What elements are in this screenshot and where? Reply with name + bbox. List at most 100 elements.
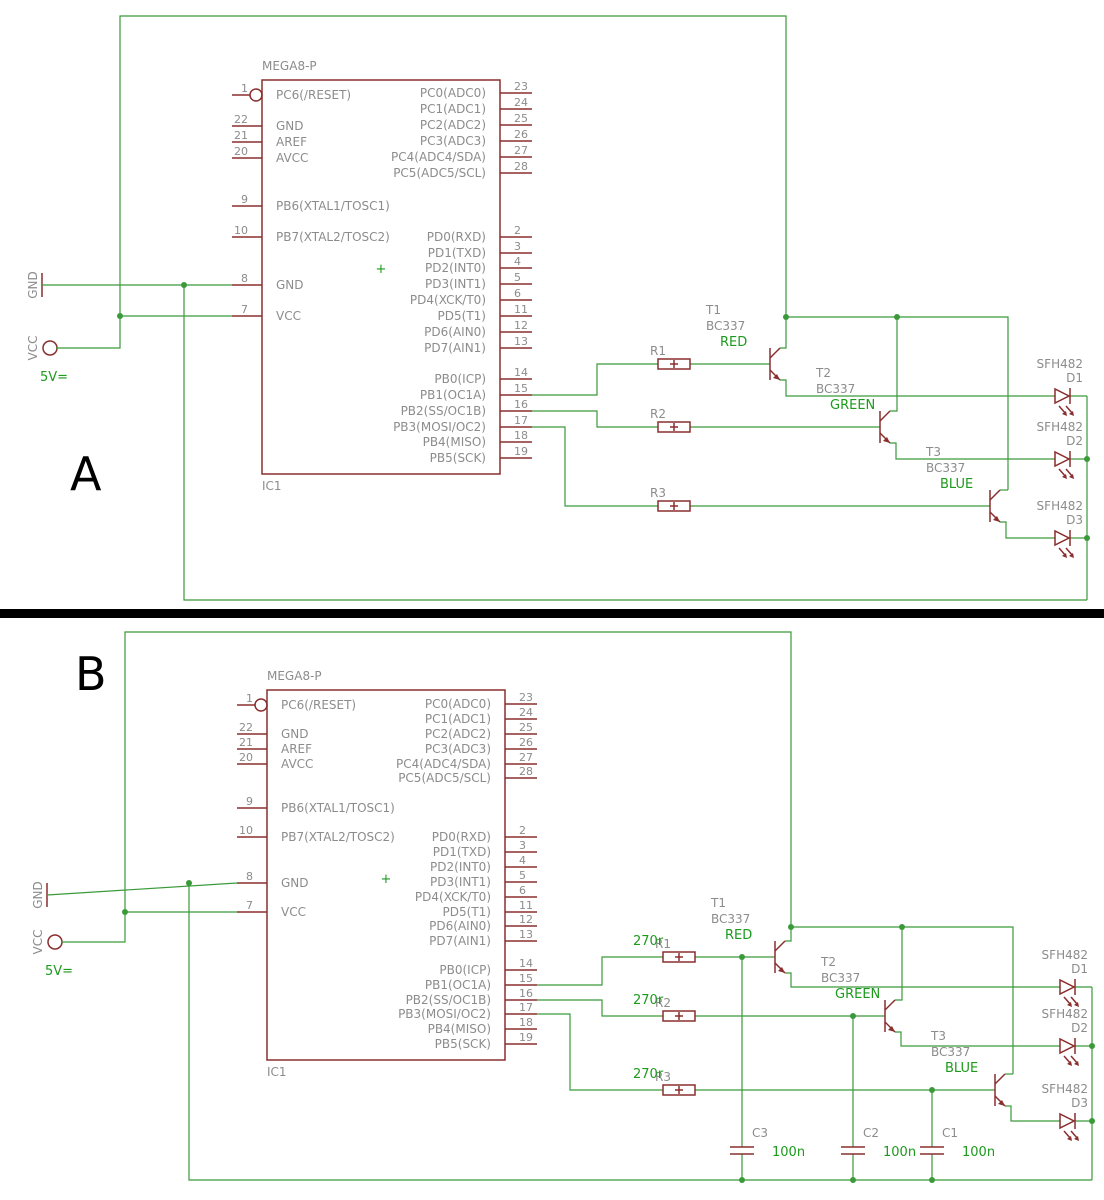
pin-number: 3 bbox=[519, 839, 526, 852]
transistor-ref: T2 bbox=[815, 366, 831, 380]
ic-origin-mark: + bbox=[376, 262, 387, 277]
transistor-t2-collector bbox=[879, 410, 891, 422]
pin-name: PC0(ADC0) bbox=[425, 697, 491, 711]
pin-number: 28 bbox=[519, 765, 533, 778]
vcc-label: VCC bbox=[31, 930, 45, 955]
wire bbox=[61, 631, 792, 943]
led-d1-emission-head bbox=[1062, 411, 1067, 416]
transistor-type: BC337 bbox=[816, 382, 855, 396]
wire bbox=[785, 927, 792, 942]
capacitor-ref: C3 bbox=[752, 1126, 768, 1140]
transistor-type: BC337 bbox=[706, 319, 745, 333]
pin-name: PB4(MISO) bbox=[423, 435, 486, 449]
wire bbox=[537, 956, 663, 986]
pin-number: 2 bbox=[514, 224, 521, 237]
capacitor-ref: C1 bbox=[942, 1126, 958, 1140]
wire bbox=[780, 317, 787, 349]
pin-name: PD4(XCK/T0) bbox=[415, 890, 491, 904]
pin-name: PB5(SCK) bbox=[435, 1037, 491, 1051]
pin-number: 17 bbox=[519, 1001, 533, 1014]
ic-name: MEGA8-P bbox=[262, 59, 317, 73]
resistor-ref: R3 bbox=[650, 486, 666, 500]
diode-type: SFH482 bbox=[1042, 1007, 1088, 1021]
pin-number: 13 bbox=[519, 928, 533, 941]
wire bbox=[532, 363, 658, 396]
resistor-value: 270r bbox=[633, 934, 664, 949]
pin-name: PB2(SS/OC1B) bbox=[406, 993, 491, 1007]
diode-ref: D3 bbox=[1066, 513, 1083, 527]
pin-name: PB1(OC1A) bbox=[425, 978, 491, 992]
pin-name: PD6(AIN0) bbox=[429, 919, 491, 933]
pin-number: 6 bbox=[514, 287, 521, 300]
pin-name: PC2(ADC2) bbox=[420, 118, 486, 132]
transistor-ref: T2 bbox=[820, 955, 836, 969]
pin-name: AREF bbox=[276, 135, 307, 149]
pin-name: PC1(ADC1) bbox=[420, 102, 486, 116]
pin-name: PB0(ICP) bbox=[434, 372, 486, 386]
pin-name: PC5(ADC5/SCL) bbox=[398, 771, 491, 785]
wire bbox=[791, 926, 1014, 1074]
led-d2-body bbox=[1054, 450, 1071, 468]
pin-name: PC5(ADC5/SCL) bbox=[393, 166, 486, 180]
pin-number: 16 bbox=[519, 987, 533, 1000]
led-d1-emission-head bbox=[1069, 411, 1074, 416]
pin-number: 14 bbox=[514, 366, 528, 379]
pin-number: 16 bbox=[514, 398, 528, 411]
pin-inverter bbox=[249, 88, 263, 102]
pin-number: 5 bbox=[514, 271, 521, 284]
transistor-ref: T1 bbox=[705, 303, 721, 317]
pin-number: 11 bbox=[514, 303, 528, 316]
pin-number: 8 bbox=[241, 272, 248, 285]
pin-number: 10 bbox=[234, 224, 248, 237]
transistor-t2-arrow bbox=[888, 1026, 895, 1032]
wire bbox=[780, 379, 1055, 397]
ic-ref: IC1 bbox=[267, 1065, 287, 1079]
pin-number: 15 bbox=[519, 972, 533, 985]
capacitor-value: 100n bbox=[962, 1145, 995, 1160]
pin-number: 26 bbox=[514, 128, 528, 141]
pin-name: PB1(OC1A) bbox=[420, 388, 486, 402]
wire bbox=[532, 410, 658, 428]
wire-junction bbox=[929, 1177, 935, 1183]
pin-number: 5 bbox=[519, 869, 526, 882]
diode-type: SFH482 bbox=[1037, 420, 1083, 434]
pin-name: AREF bbox=[281, 742, 312, 756]
panel-label: A bbox=[70, 447, 102, 501]
pin-name: PC3(ADC3) bbox=[420, 134, 486, 148]
pin-name: GND bbox=[281, 727, 309, 741]
wire bbox=[56, 15, 787, 349]
pin-number: 2 bbox=[519, 824, 526, 837]
transistor-ref: T3 bbox=[925, 445, 941, 459]
diode-ref: D1 bbox=[1066, 371, 1083, 385]
pin-number: 8 bbox=[246, 870, 253, 883]
pin-number: 18 bbox=[514, 429, 528, 442]
pin-name: PB6(XTAL1/TOSC1) bbox=[281, 801, 395, 815]
pin-number: 4 bbox=[519, 854, 526, 867]
pin-number: 12 bbox=[519, 913, 533, 926]
pin-inverter bbox=[254, 698, 268, 712]
pin-number: 15 bbox=[514, 382, 528, 395]
led-d1-emission-head bbox=[1074, 1002, 1079, 1007]
wire bbox=[895, 1031, 1060, 1047]
led-d3-emission-head bbox=[1062, 553, 1067, 558]
pin-name: PB6(XTAL1/TOSC1) bbox=[276, 199, 390, 213]
pin-number: 24 bbox=[519, 706, 533, 719]
pin-name: PB3(MOSI/OC2) bbox=[398, 1007, 491, 1021]
pin-number: 12 bbox=[514, 319, 528, 332]
transistor-t1-arrow bbox=[773, 374, 780, 380]
resistor-ref: R1 bbox=[655, 937, 671, 951]
resistor-ref: R1 bbox=[650, 344, 666, 358]
pin-number: 21 bbox=[239, 736, 253, 749]
transistor-type: BC337 bbox=[821, 971, 860, 985]
pin-number: 4 bbox=[514, 255, 521, 268]
resistor-ref: R3 bbox=[655, 1070, 671, 1084]
pin-name: PB7(XTAL2/TOSC2) bbox=[281, 830, 395, 844]
transistor-type: BC337 bbox=[926, 461, 965, 475]
pin-number: 22 bbox=[239, 721, 253, 734]
resistor-r1 bbox=[657, 358, 691, 370]
pin-number: 26 bbox=[519, 736, 533, 749]
resistor-ref: R2 bbox=[650, 407, 666, 421]
pin-name: PD5(T1) bbox=[443, 905, 491, 919]
transistor-t3-arrow bbox=[993, 516, 1000, 522]
pin-number: 13 bbox=[514, 335, 528, 348]
